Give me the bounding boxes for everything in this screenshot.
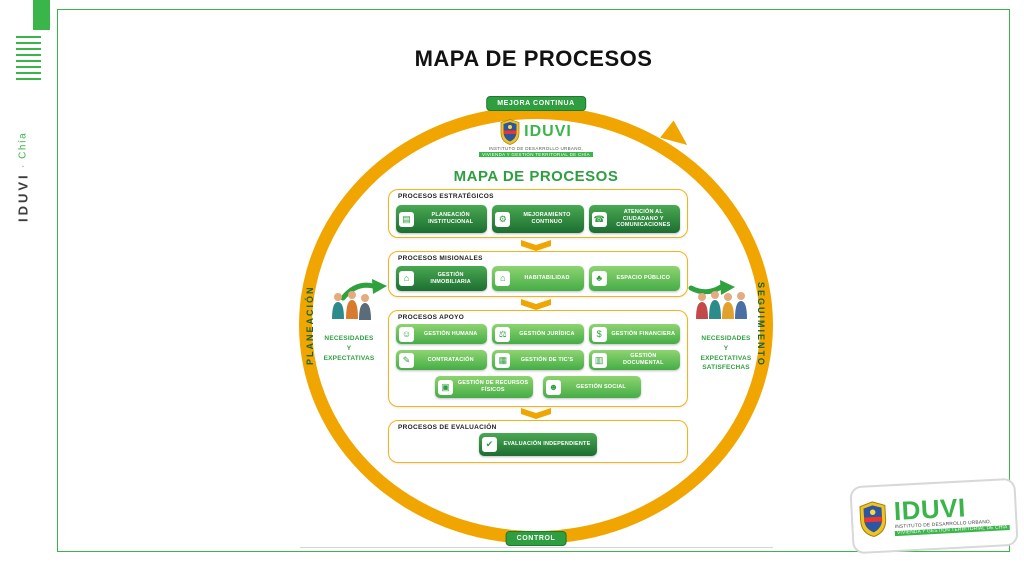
house-icon: ⌂ (495, 271, 511, 286)
chia-shield-icon (859, 501, 887, 538)
section-evaluacion: PROCESOS DE EVALUACIÓN ✔ EVALUACIÓN INDE… (388, 420, 688, 463)
process-label: ESPACIO PÚBLICO (616, 275, 671, 282)
process-label: GESTIÓN DOCUMENTAL (622, 353, 664, 366)
process-label: ATENCIÓN AL CIUDADANO Y COMUNICACIONES (616, 209, 671, 229)
building-icon: ▣ (438, 379, 453, 395)
brand-location: · Chía (17, 132, 29, 169)
process-label: GESTIÓN JURÍDICA (519, 330, 575, 337)
process-label: EVALUACIÓN INDEPENDIENTE (503, 441, 591, 448)
chevron-down-icon (521, 408, 551, 419)
process-label: MEJORAMIENTO CONTINUO (523, 212, 571, 225)
badge-control: CONTROL (505, 531, 567, 546)
vertical-brand: IDUVI · Chía (10, 86, 36, 222)
phone-icon: ☎ (591, 211, 607, 227)
process-mejoramiento-continuo-button: ⚙ MEJORAMIENTO CONTINUO (492, 205, 584, 233)
check-icon: ✔ (482, 437, 497, 452)
house-icon: ⌂ (399, 271, 414, 286)
process-habitabilidad-button: ⌂ HABITABILIDAD (492, 266, 584, 291)
process-gestion-documental-button: ▥ GESTIÓN DOCUMENTAL (588, 350, 680, 370)
section-estrategicos: PROCESOS ESTRATÉGICOS ▤ PLANEACIÓN INSTI… (388, 189, 688, 238)
chia-shield-icon (500, 119, 520, 145)
process-label: GESTIÓN SOCIAL (576, 383, 626, 390)
process-gestion-financiera-button: $ GESTIÓN FINANCIERA (588, 324, 680, 344)
footer-logo: IDUVI INSTITUTO DE DESARROLLO URBANO, VI… (849, 477, 1019, 555)
scales-icon: ⚖ (495, 326, 511, 342)
inner-logo-line2: VIVIENDA Y GESTIÓN TERRITORIAL DE CHÍA (479, 152, 593, 157)
gear-icon: ⚙ (495, 211, 511, 227)
ring-label-seguimiento: SEGUIMIENTO (756, 281, 766, 367)
process-label: CONTRATACIÓN (427, 356, 474, 363)
inner-map-title: MAPA DE PROCESOS (453, 168, 619, 185)
chevron-down-icon (521, 240, 551, 251)
divider-line (300, 547, 773, 548)
process-contratacion-button: ✎ CONTRATACIÓN (396, 350, 488, 370)
section-estrategicos-label: PROCESOS ESTRATÉGICOS (398, 193, 494, 200)
citizens-group-icon (332, 291, 371, 320)
monitor-icon: ▦ (495, 352, 511, 368)
section-apoyo-label: PROCESOS APOYO (398, 314, 465, 321)
page-title: MAPA DE PROCESOS (414, 46, 653, 71)
green-corner-accent (33, 0, 50, 30)
footer-logo-name: IDUVI (893, 492, 967, 526)
inner-logo: IDUVI INSTITUTO DE DESARROLLO URBANO, VI… (386, 119, 686, 157)
process-espacio-publico-button: ♣ ESPACIO PÚBLICO (588, 266, 680, 291)
tree-icon: ♣ (591, 271, 607, 286)
input-arrow-icon (340, 279, 387, 301)
process-evaluacion-independiente-button: ✔ EVALUACIÓN INDEPENDIENTE (479, 433, 597, 456)
dollar-icon: $ (591, 326, 607, 342)
inner-logo-name: IDUVI (524, 123, 572, 140)
output-arrow-icon (688, 280, 735, 295)
process-label: GESTIÓN DE RECURSOS FÍSICOS (457, 380, 529, 393)
brand-name: IDUVI (15, 172, 31, 222)
process-planeacion-institucional-button: ▤ PLANEACIÓN INSTITUCIONAL (396, 205, 488, 233)
process-label: GESTIÓN FINANCIERA (611, 330, 676, 337)
needs-caption: NECESIDADES Y EXPECTATIVAS (323, 335, 375, 362)
person-icon: ☺ (399, 326, 414, 342)
process-gestion-humana-button: ☺ GESTIÓN HUMANA (396, 324, 488, 344)
inner-logo-line1: INSTITUTO DE DESARROLLO URBANO, (488, 146, 584, 151)
process-gestion-inmobiliaria-button: ⌂ GESTIÓN INMOBILIARIA (396, 266, 488, 291)
process-label: GESTIÓN HUMANA (423, 330, 478, 337)
menu-lines-icon (16, 36, 41, 82)
process-gestion-tics-button: ▦ GESTIÓN DE TIC'S (492, 350, 584, 370)
process-label: GESTIÓN INMOBILIARIA (430, 271, 471, 285)
citizens-satisfied-group-icon (696, 291, 747, 319)
process-gestion-juridica-button: ⚖ GESTIÓN JURÍDICA (492, 324, 584, 344)
process-label: HABITABILIDAD (524, 275, 570, 282)
needs-satisfied-caption: NECESIDADES Y EXPECTATIVAS SATISFECHAS (700, 335, 752, 372)
folder-icon: ▥ (591, 352, 607, 368)
section-evaluacion-label: PROCESOS DE EVALUACIÓN (398, 424, 497, 431)
section-misionales-label: PROCESOS MISIONALES (398, 255, 483, 262)
process-recursos-fisicos-button: ▣ GESTIÓN DE RECURSOS FÍSICOS (435, 376, 533, 398)
section-apoyo: PROCESOS APOYO ☺ GESTIÓN HUMANA ⚖ GESTIÓ… (388, 310, 688, 407)
process-label: GESTIÓN DE TIC'S (520, 356, 574, 363)
badge-mejora-continua: MEJORA CONTINUA (486, 96, 586, 111)
slide-frame (57, 9, 1010, 552)
clipboard-icon: ▤ (399, 211, 414, 227)
people-icon: ☻ (546, 379, 561, 395)
process-label: PLANEACIÓN INSTITUCIONAL (428, 212, 474, 225)
process-gestion-social-button: ☻ GESTIÓN SOCIAL (543, 376, 641, 398)
chevron-down-icon (521, 299, 551, 310)
pencil-icon: ✎ (399, 352, 414, 368)
process-atencion-ciudadano-button: ☎ ATENCIÓN AL CIUDADANO Y COMUNICACIONES (588, 205, 680, 233)
section-misionales: PROCESOS MISIONALES ⌂ GESTIÓN INMOBILIAR… (388, 251, 688, 297)
